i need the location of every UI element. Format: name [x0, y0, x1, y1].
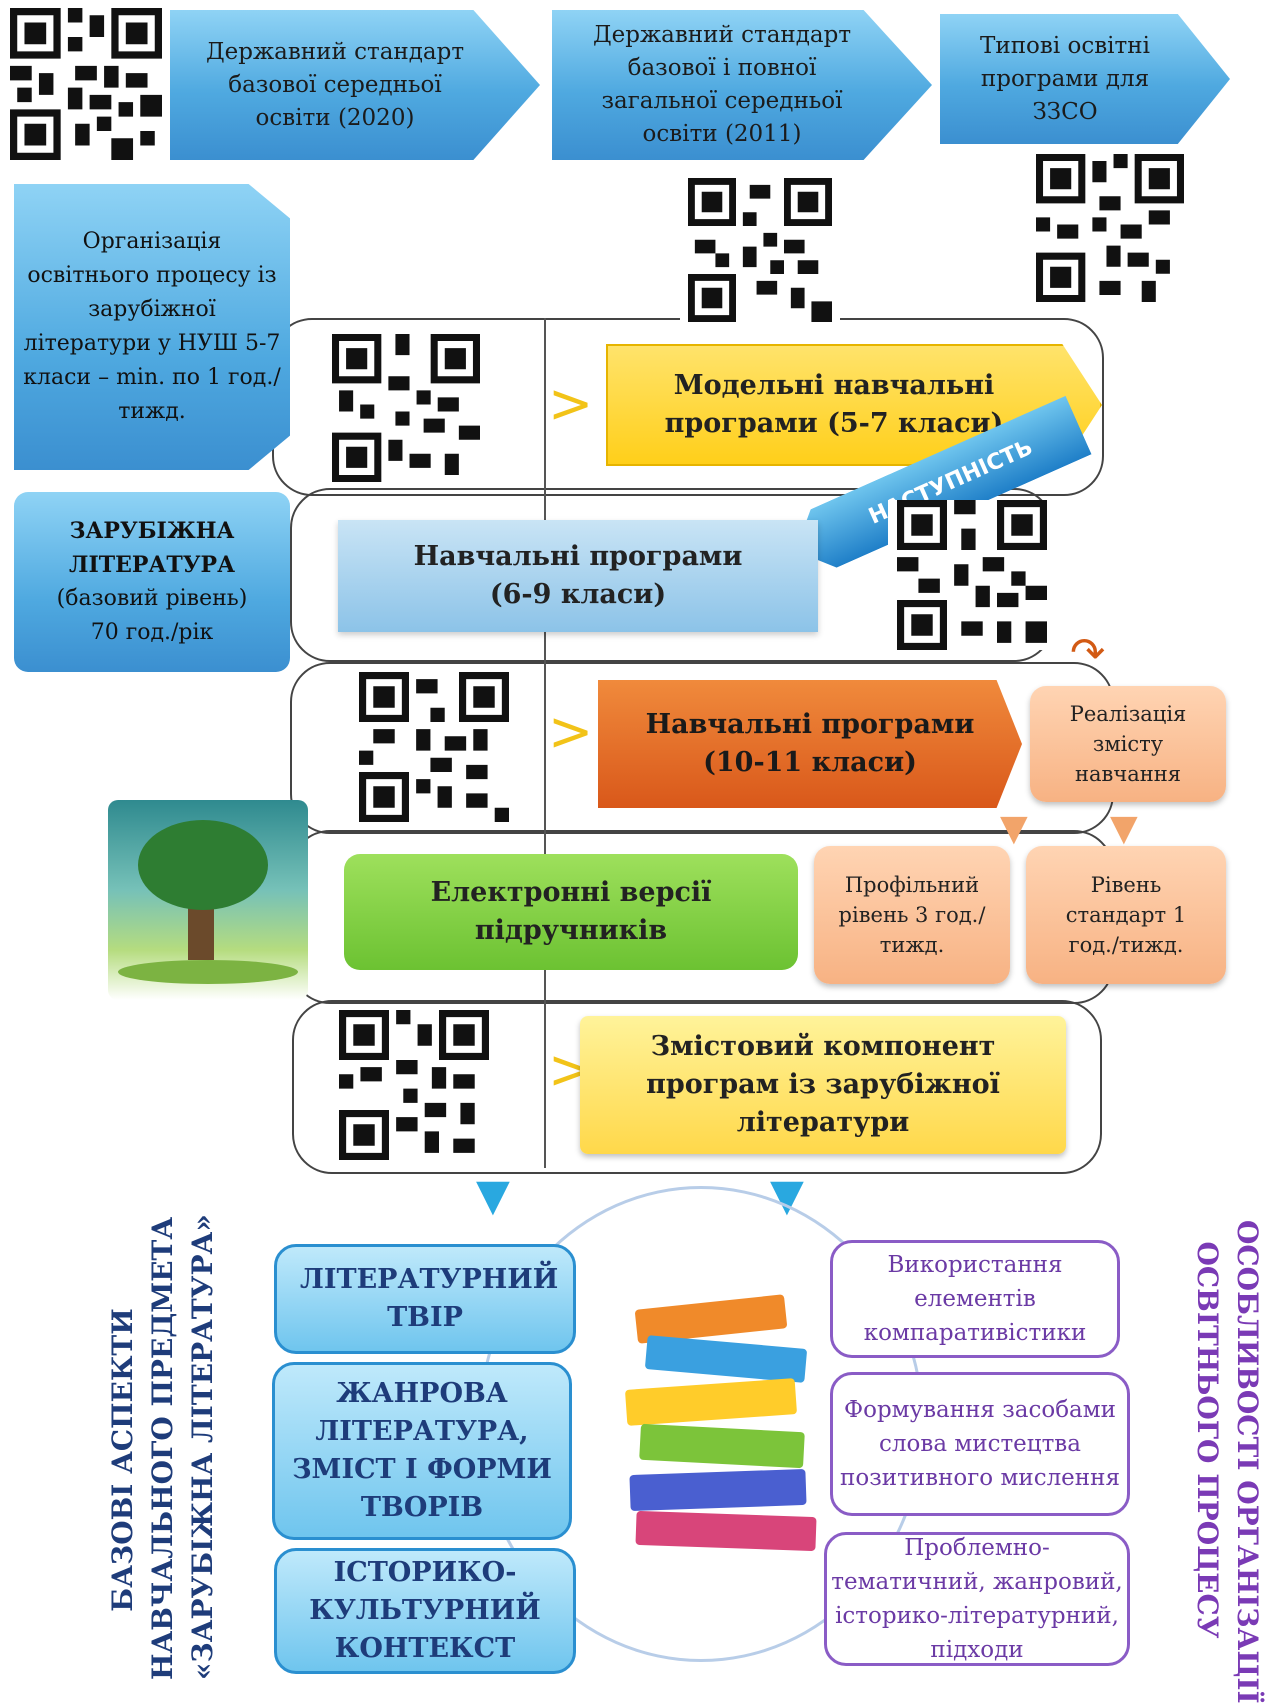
- typical-programs-arrow: Типові освітні програми для ЗЗСО: [940, 14, 1230, 144]
- subject-title: ЗАРУБІЖНА ЛІТЕРАТУРА: [68, 518, 236, 578]
- content-component-text: Змістовий компонент програм із зарубіжно…: [646, 1031, 1000, 1138]
- standard-2020-arrow: Державний стандарт базової середньої осв…: [170, 10, 540, 160]
- qr-code-standard-2011[interactable]: [680, 178, 840, 322]
- qr-code-programs-6-9[interactable]: [888, 500, 1056, 650]
- electronic-textbooks-text: Електронні версії підручників: [430, 877, 712, 946]
- right-vertical-title-2: ОСВІТНЬОГО ПРОЦЕСУ: [1191, 1241, 1224, 1639]
- curved-arrow-icon: ↷: [1070, 628, 1106, 677]
- profile-level-text: Профільний рівень 3 год./тижд.: [838, 873, 986, 957]
- subject-card: ЗАРУБІЖНА ЛІТЕРАТУРА (базовий рівень) 70…: [14, 492, 290, 672]
- feature-positive-thinking: Формування засобами слова мистецтва пози…: [830, 1372, 1130, 1516]
- programs-6-9-card: Навчальні програми (6-9 класи): [338, 520, 818, 632]
- frame-row-5: [292, 1000, 1102, 1174]
- feature-text: Проблемно-тематичний, жанровий, історико…: [831, 1535, 1123, 1663]
- organization-text: Організація освітнього процесу із зарубі…: [23, 229, 281, 424]
- tree-illustration: [108, 800, 308, 1000]
- aspect-text: ЖАНРОВА ЛІТЕРАТУРА, ЗМІСТ І ФОРМИ ТВОРІВ: [292, 1378, 552, 1523]
- qr-code-standard-2020[interactable]: [6, 8, 166, 160]
- left-vertical-title-3: «ЗАРУБІЖНА ЛІТЕРАТУРА»: [186, 1214, 219, 1680]
- standard-level-card: Рівень стандарт 1 год./тижд.: [1026, 846, 1226, 984]
- arrow-down-icon: ▼: [476, 1170, 510, 1221]
- arrow-down-icon: ▼: [1110, 808, 1138, 849]
- qr-code-content-component[interactable]: [326, 1010, 502, 1160]
- chevron-right-icon: >: [548, 372, 594, 435]
- left-vertical-title-2: НАВЧАЛЬНОГО ПРЕДМЕТА: [146, 1216, 179, 1680]
- organization-card: Організація освітнього процесу із зарубі…: [14, 184, 290, 470]
- feature-approaches: Проблемно-тематичний, жанровий, історико…: [824, 1532, 1130, 1666]
- aspect-genre-literature: ЖАНРОВА ЛІТЕРАТУРА, ЗМІСТ І ФОРМИ ТВОРІВ: [272, 1362, 572, 1540]
- realization-card: Реалізація змісту навчання: [1030, 686, 1226, 802]
- qr-code-programs-10-11[interactable]: [342, 672, 526, 822]
- programs-10-11-card: Навчальні програми (10-11 класи): [598, 680, 1022, 808]
- arrow-down-icon: ▼: [1000, 808, 1028, 849]
- programs-10-11-text: Навчальні програми (10-11 класи): [645, 709, 975, 778]
- standard-level-text: Рівень стандарт 1 год./тижд.: [1065, 873, 1187, 957]
- left-vertical-title-1: БАЗОВІ АСПЕКТИ: [106, 1308, 139, 1612]
- subject-hours: 70 год./рік: [90, 620, 214, 645]
- programs-6-9-text: Навчальні програми (6-9 класи): [413, 541, 743, 610]
- qr-code-model-programs[interactable]: [326, 334, 486, 482]
- standard-2011-arrow: Державний стандарт базової і повної зага…: [552, 10, 932, 160]
- typical-programs-text: Типові освітні програми для ЗЗСО: [980, 32, 1150, 125]
- model-programs-text: Модельні навчальні програми (5-7 класи): [664, 370, 1004, 439]
- standard-2011-text: Державний стандарт базової і повної зага…: [592, 22, 852, 147]
- content-component-card: Змістовий компонент програм із зарубіжно…: [580, 1016, 1066, 1154]
- aspect-historical-context: ІСТОРИКО-КУЛЬТУРНИЙ КОНТЕКСТ: [274, 1548, 576, 1674]
- frame-divider: [544, 318, 546, 1168]
- standard-2020-text: Державний стандарт базової середньої осв…: [205, 38, 465, 131]
- subject-level: (базовий рівень): [56, 586, 248, 611]
- feature-comparative: Використання елементів компаративістики: [830, 1240, 1120, 1358]
- aspect-literary-work: ЛІТЕРАТУРНИЙ ТВІР: [274, 1244, 576, 1354]
- profile-level-card: Профільний рівень 3 год./тижд.: [814, 846, 1010, 984]
- feature-text: Використання елементів компаративістики: [863, 1252, 1087, 1346]
- feature-text: Формування засобами слова мистецтва пози…: [840, 1397, 1120, 1491]
- right-vertical-title-1: ОСОБЛИВОСТІ ОРГАНІЗАЦІЇ: [1231, 1220, 1264, 1704]
- chevron-right-icon: >: [548, 700, 594, 763]
- aspect-text: ЛІТЕРАТУРНИЙ ТВІР: [300, 1264, 559, 1333]
- qr-code-typical-programs[interactable]: [1030, 154, 1190, 302]
- books-stack-illustration: [616, 1294, 822, 1552]
- realization-text: Реалізація змісту навчання: [1069, 702, 1187, 786]
- aspect-text: ІСТОРИКО-КУЛЬТУРНИЙ КОНТЕКСТ: [309, 1557, 541, 1664]
- electronic-textbooks-card: Електронні версії підручників: [344, 854, 798, 970]
